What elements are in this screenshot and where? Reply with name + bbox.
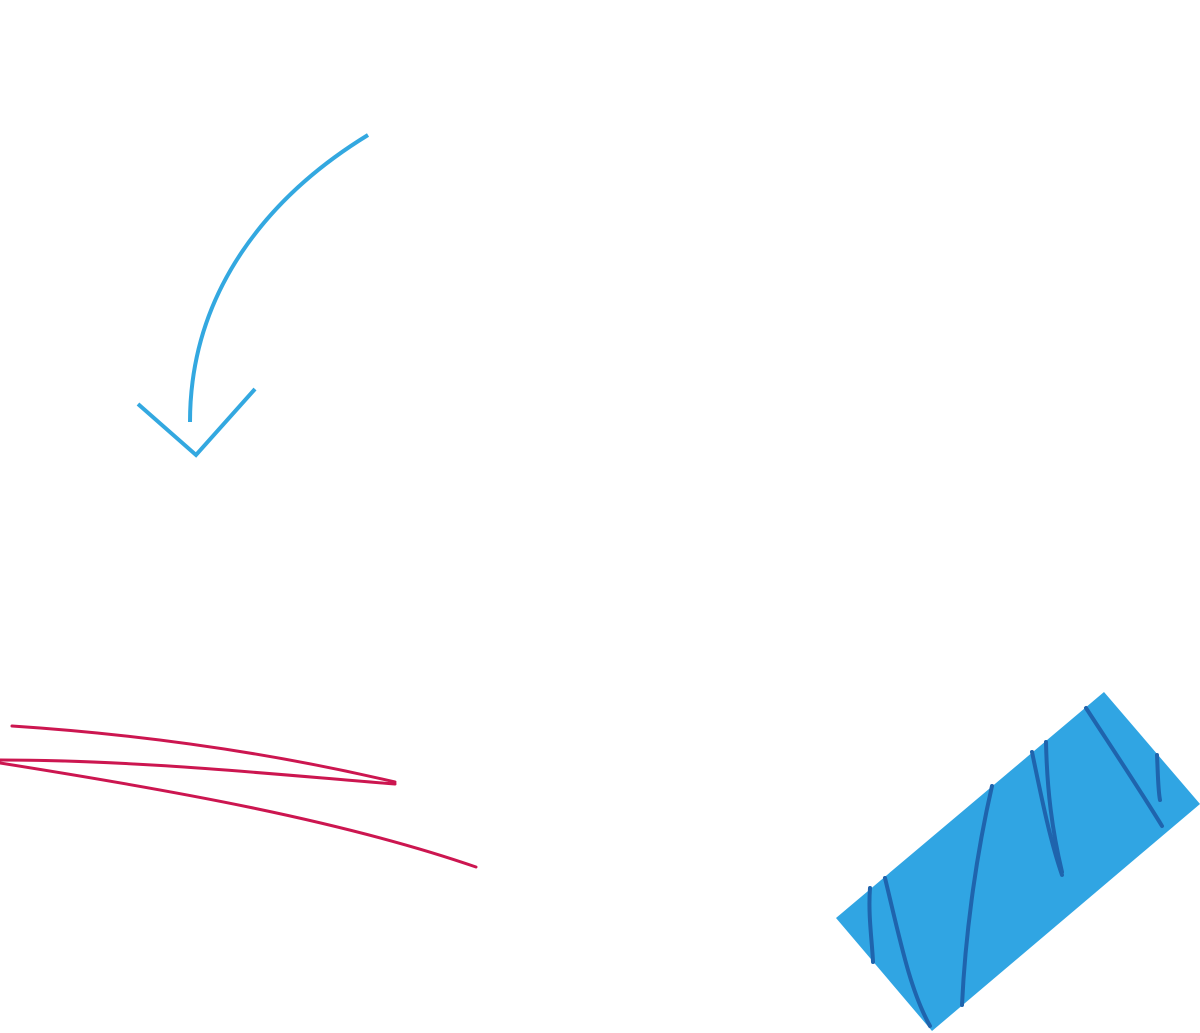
arrow-shaft bbox=[188, 133, 370, 423]
scribble-stroke bbox=[10, 724, 397, 784]
tape-strip-icon bbox=[836, 692, 1200, 1031]
tape-streak bbox=[867, 886, 875, 964]
tape-streak bbox=[960, 784, 994, 1007]
tape-streak bbox=[883, 876, 932, 1028]
scribble-stroke bbox=[0, 761, 478, 869]
arrow-head bbox=[136, 387, 257, 458]
tape-streak bbox=[1084, 706, 1164, 828]
scribble-lines-icon bbox=[0, 724, 478, 869]
curved-arrow-icon bbox=[136, 133, 370, 458]
tape-streak bbox=[1155, 753, 1162, 802]
scribble-stroke bbox=[0, 758, 397, 786]
tape-body bbox=[836, 692, 1200, 1031]
tape-streak bbox=[1044, 740, 1064, 874]
